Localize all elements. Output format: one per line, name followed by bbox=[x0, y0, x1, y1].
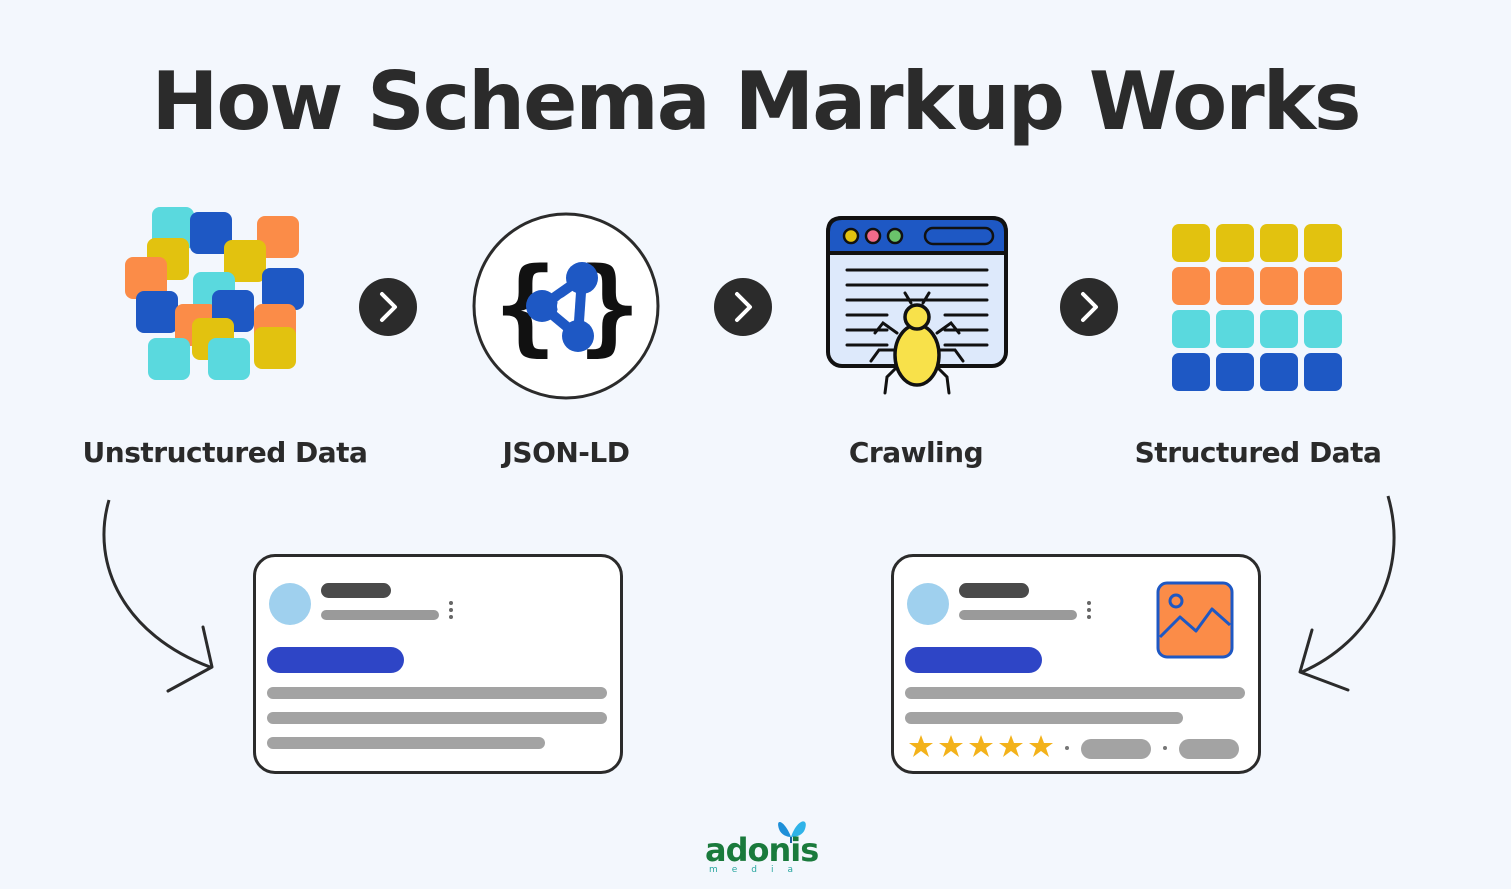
brand-logo: adonis media bbox=[705, 815, 819, 877]
title-placeholder bbox=[321, 583, 391, 598]
more-options-icon bbox=[1087, 601, 1091, 621]
star-rating-icon bbox=[909, 735, 1053, 757]
link-placeholder bbox=[267, 647, 404, 673]
snippet-line bbox=[905, 687, 1245, 699]
butterfly-icon bbox=[778, 821, 806, 843]
step-label-json-ld: JSON-LD bbox=[502, 436, 630, 469]
step-label-crawling: Crawling bbox=[848, 436, 984, 469]
curved-arrow-left-icon bbox=[102, 499, 214, 693]
url-placeholder bbox=[959, 610, 1077, 620]
crawler-bug-icon bbox=[826, 216, 1008, 395]
step-label-unstructured: Unstructured Data bbox=[82, 436, 368, 469]
step-label-structured: Structured Data bbox=[1134, 436, 1382, 469]
more-options-icon bbox=[449, 601, 453, 621]
logo-subtext: media bbox=[709, 865, 808, 875]
tile-grid-icon bbox=[1172, 224, 1342, 391]
separator-dot bbox=[1163, 746, 1167, 750]
logo-text: adonis bbox=[705, 831, 819, 869]
json-ld-icon: { } bbox=[472, 212, 660, 400]
meta-placeholder bbox=[1081, 739, 1151, 759]
page-title: How Schema Markup Works bbox=[151, 55, 1361, 148]
image-thumbnail-icon bbox=[1156, 581, 1234, 659]
avatar bbox=[907, 583, 949, 625]
basic-search-result-card bbox=[253, 554, 623, 774]
snippet-line bbox=[905, 712, 1183, 724]
snippet-line bbox=[267, 712, 607, 724]
next-arrow-icon bbox=[714, 278, 772, 336]
avatar bbox=[269, 583, 311, 625]
curved-arrow-right-icon bbox=[1298, 495, 1396, 692]
next-arrow-icon bbox=[359, 278, 417, 336]
rich-search-result-card bbox=[891, 554, 1261, 774]
link-placeholder bbox=[905, 647, 1042, 673]
meta-placeholder bbox=[1179, 739, 1239, 759]
snippet-line bbox=[267, 687, 607, 699]
scattered-tiles-icon bbox=[125, 207, 304, 380]
url-placeholder bbox=[321, 610, 439, 620]
snippet-line bbox=[267, 737, 545, 749]
separator-dot bbox=[1065, 746, 1069, 750]
title-placeholder bbox=[959, 583, 1029, 598]
next-arrow-icon bbox=[1060, 278, 1118, 336]
